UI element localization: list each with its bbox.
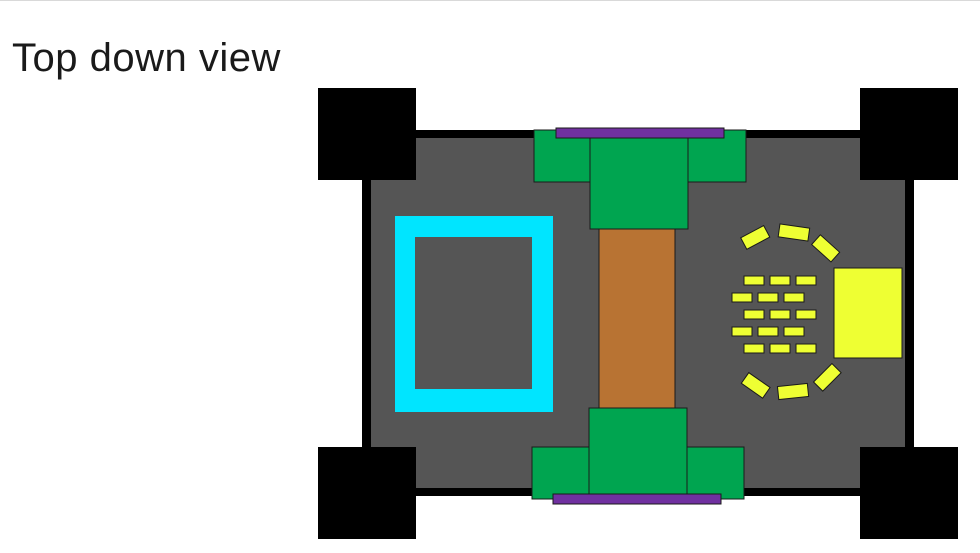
yellow-brick (757, 326, 779, 337)
yellow-brick (769, 309, 791, 320)
top-rule (0, 0, 980, 1)
green-module-bottom-left (531, 446, 591, 500)
yellow-brick (795, 343, 817, 354)
yellow-brick (743, 309, 765, 320)
wheel-front-right (860, 88, 958, 180)
yellow-brick (731, 326, 753, 337)
green-module-top-left (533, 129, 593, 183)
yellow-brick (795, 275, 817, 286)
brown-shaft (598, 225, 676, 413)
yellow-brick (731, 292, 753, 303)
green-module-top-right (687, 129, 747, 183)
yellow-arc-piece (776, 382, 810, 401)
wheel-front-left (318, 88, 416, 180)
purple-bar-top (555, 127, 725, 139)
yellow-brick (769, 343, 791, 354)
yellow-block (833, 267, 903, 359)
yellow-brick (743, 275, 765, 286)
green-module-bottom-right (685, 446, 745, 500)
page-title: Top down view (12, 36, 281, 80)
purple-bar-bottom (552, 493, 722, 505)
yellow-brick (783, 292, 805, 303)
yellow-brick (743, 343, 765, 354)
yellow-brick-grid (731, 275, 817, 354)
yellow-brick (795, 309, 817, 320)
green-module-top-center (589, 136, 689, 230)
yellow-arc-piece (777, 223, 811, 242)
yellow-brick (783, 326, 805, 337)
wheel-rear-right (860, 447, 958, 539)
yellow-arc-piece (740, 371, 771, 399)
yellow-arc-piece (812, 362, 842, 392)
wheel-rear-left (318, 447, 416, 539)
cyan-box-inner (415, 237, 532, 389)
yellow-arc-piece (740, 224, 771, 250)
yellow-arc-piece (810, 234, 841, 263)
green-module-bottom-center (588, 407, 688, 497)
yellow-brick (769, 275, 791, 286)
yellow-brick (757, 292, 779, 303)
